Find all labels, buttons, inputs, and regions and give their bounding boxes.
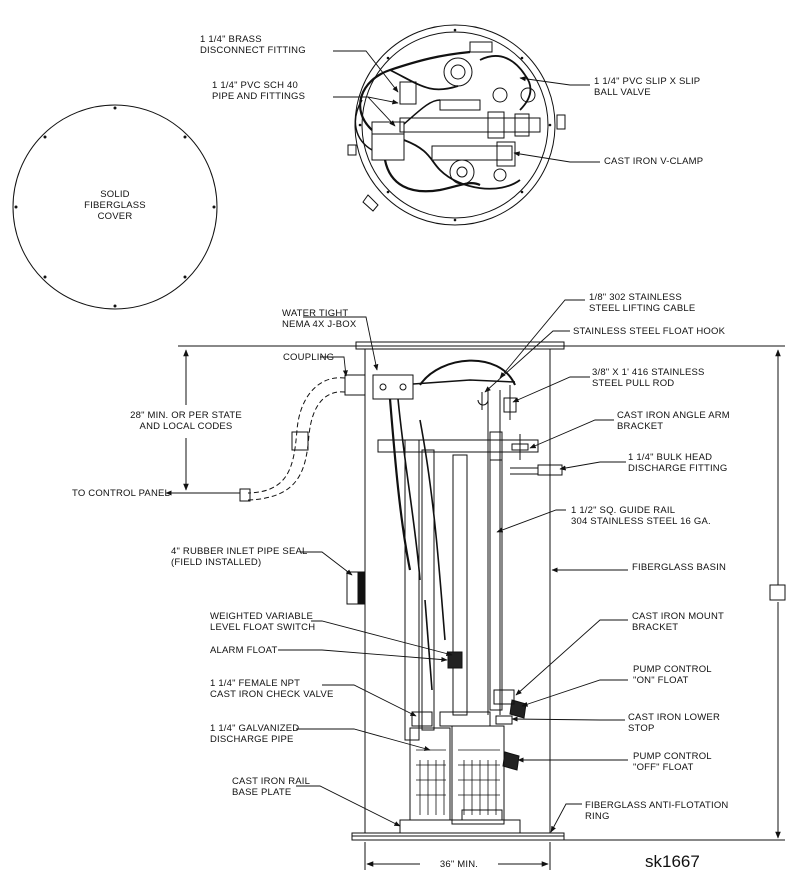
drawing-id: sk1667 <box>645 852 700 871</box>
label-coupling: COUPLING <box>283 352 335 363</box>
leader-lines <box>165 51 628 833</box>
dimension-lines <box>172 349 785 870</box>
label-v-clamp: CAST IRON V-CLAMP <box>604 156 704 167</box>
basin-elevation <box>178 342 785 840</box>
label-float-hook: STAINLESS STEEL FLOAT HOOK <box>573 326 726 337</box>
label-basin: FIBERGLASS BASIN <box>632 562 727 573</box>
label-inlet-seal: 4" RUBBER INLET PIPE SEAL(FIELD INSTALLE… <box>171 546 308 568</box>
label-on-float: PUMP CONTROL"ON" FLOAT <box>633 664 712 686</box>
basin-top-view <box>348 25 565 225</box>
label-off-float: PUMP CONTROL"OFF" FLOAT <box>633 751 712 773</box>
label-alarm-float: ALARM FLOAT <box>210 645 278 656</box>
cover-top-view <box>13 105 217 309</box>
label-min-diameter: 36" MIN. <box>439 859 479 870</box>
label-control-panel: TO CONTROL PANEL <box>72 488 171 499</box>
